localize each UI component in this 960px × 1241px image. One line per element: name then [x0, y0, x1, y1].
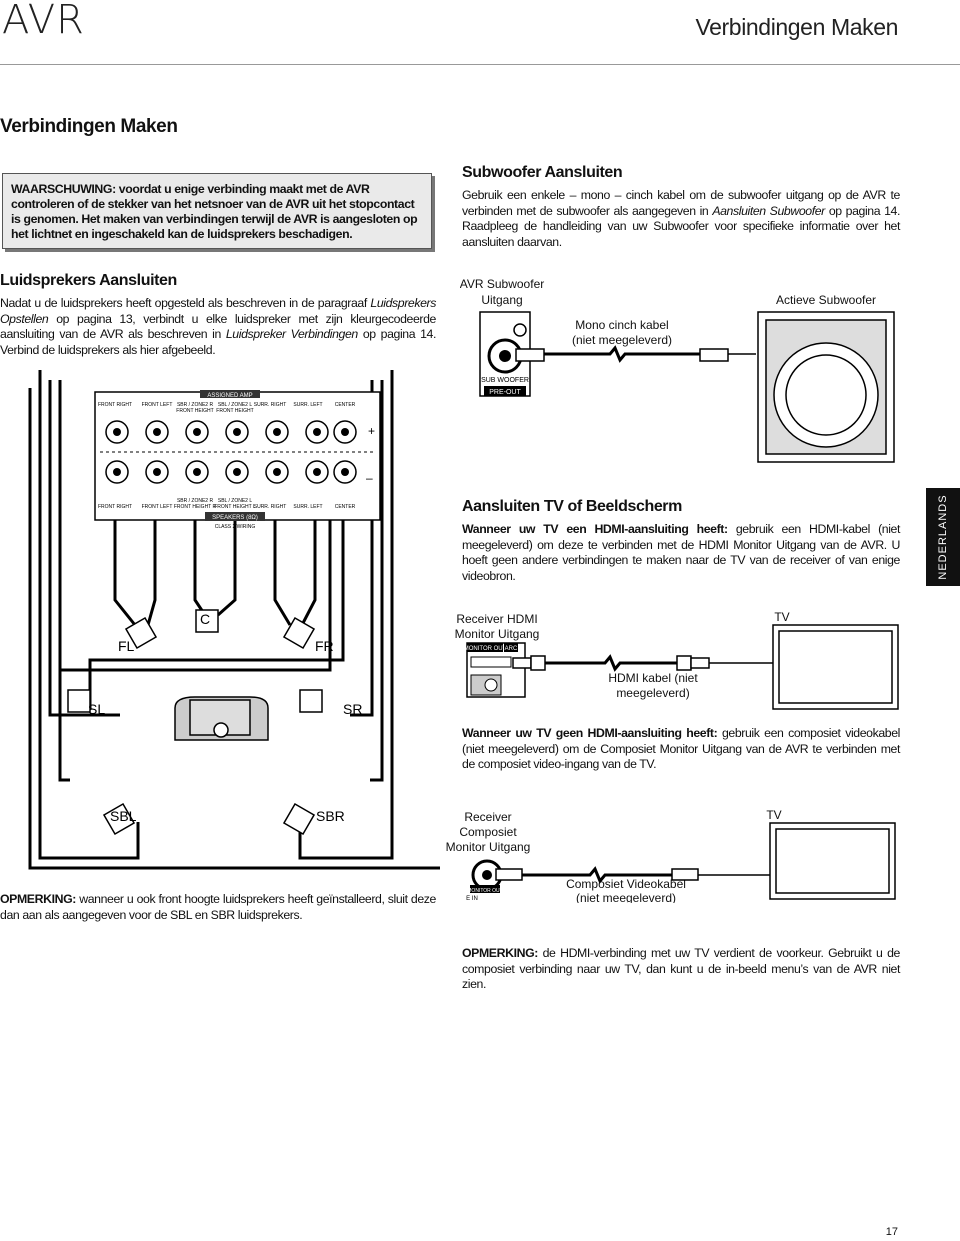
tv-label-comp: TV — [766, 808, 781, 822]
comp-cable-2: (niet meegeleverd) — [576, 891, 676, 903]
running-title: Verbindingen Maken — [695, 14, 898, 40]
speakers-link-1: Luidsprekers Opstellen — [0, 296, 436, 326]
top-sub-front-height-l: FRONT HEIGHT — [216, 408, 253, 414]
speakers-text-2: op pagina 13, verbindt u elke luidspreke… — [0, 311, 436, 342]
preout-label: PRE-OUT — [489, 389, 521, 396]
minus-sign: – — [366, 471, 373, 485]
label-fr: FR — [315, 638, 334, 654]
hdmi-cable-1: HDMI kabel (niet — [608, 671, 698, 685]
no-hdmi-paragraph: Wanneer uw TV geen HDMI-aansluiting heef… — [462, 726, 900, 773]
speaker-wiring-diagram: ASSIGNED AMP FRONT RIGHT FRONT LEFT SBR … — [28, 370, 440, 870]
top-label-front-left: FRONT LEFT — [142, 402, 173, 408]
label-sbl: SBL — [110, 808, 137, 824]
subwoofer-heading: Subwoofer Aansluiten — [462, 164, 623, 181]
page-title: Verbindingen Maken — [0, 116, 178, 137]
bottom-label-front-right: FRONT RIGHT — [98, 504, 132, 510]
speakers-text-3: op pagina 14. Verbind de luidsprekers al… — [0, 327, 436, 357]
bottom-label-sbr: SBR / ZONE2 R — [177, 498, 214, 504]
avr-sub-label-1: AVR Subwoofer — [460, 277, 544, 291]
active-sub-label: Actieve Subwoofer — [776, 293, 876, 307]
hdmi-preferred-note: OPMERKING: de HDMI-verbinding met uw TV … — [462, 946, 900, 993]
nohdmi-bold: Wanneer uw TV geen HDMI-aansluiting heef… — [462, 726, 718, 740]
speakers-text-1: Nadat u de luidsprekers heeft opgesteld … — [0, 296, 371, 310]
avr-sub-label-2: Uitgang — [481, 293, 522, 307]
hdmi-cable-2: meegeleverd) — [616, 686, 689, 700]
top-sub-front-height-r: FRONT HEIGHT — [176, 408, 213, 414]
note-hdmi-bold: OPMERKING: — [462, 946, 538, 960]
bottom-label-front-left: FRONT LEFT — [142, 504, 173, 510]
receiver-comp-1: Receiver — [464, 810, 511, 824]
bottom-label-surr-left: SURR. LEFT — [293, 504, 322, 510]
receiver-comp-3: Monitor Uitgang — [446, 840, 531, 854]
hdmi-bold: Wanneer uw TV een HDMI-aansluiting heeft… — [462, 522, 728, 536]
language-tab: NEDERLANDS — [926, 488, 960, 586]
receiver-hdmi-2: Monitor Uitgang — [455, 627, 539, 641]
label-fl: FL — [118, 638, 135, 654]
top-label-surr-left: SURR. LEFT — [293, 402, 322, 408]
subwoofer-text-1: Gebruik een enkele – mono – cinch kabel … — [462, 188, 900, 218]
subwoofer-link: Aansluiten Subwoofer — [712, 203, 825, 218]
hdmi-paragraph: Wanneer uw TV een HDMI-aansluiting heeft… — [462, 522, 900, 584]
tv-label-hdmi: TV — [774, 610, 789, 624]
warning-box: WAARSCHUWING: voordat u enige verbinding… — [2, 173, 432, 249]
note-height-bold: OPMERKING: — [0, 892, 76, 906]
top-label-surr-right: SURR. RIGHT — [254, 402, 287, 408]
warning-text: WAARSCHUWING: voordat u enige verbinding… — [11, 182, 418, 241]
note-hdmi-text: de HDMI-verbinding met uw TV verdient de… — [462, 946, 900, 991]
speakers-8ohm-label: SPEAKERS (8Ω) — [212, 515, 258, 521]
header-divider — [0, 64, 960, 65]
subwoofer-diagram: AVR Subwoofer Uitgang Mono cinch kabel (… — [460, 277, 895, 463]
bottom-label-surr-right: SURR. RIGHT — [254, 504, 287, 510]
subwoofer-text-2: op pagina 14. Raadpleeg de handleiding v… — [462, 203, 900, 249]
sub-woofer-jack-label: SUB WOOFER — [481, 377, 529, 384]
assigned-amp-label: ASSIGNED AMP — [207, 393, 252, 399]
cable-label-1: Mono cinch kabel — [575, 318, 668, 332]
tv-heading: Aansluiten TV of Beeldscherm — [462, 498, 682, 515]
arc-label: ARC — [505, 646, 518, 652]
bottom-label-sbl: SBL / ZONE2 L — [218, 498, 252, 504]
hdmi-text: gebruik een HDMI-kabel (niet meegeleverd… — [462, 522, 900, 583]
subwoofer-paragraph: Gebruik een enkele – mono – cinch kabel … — [462, 188, 900, 250]
top-label-front-right: FRONT RIGHT — [98, 402, 132, 408]
top-label-sbr: SBR / ZONE2 R — [177, 402, 214, 408]
nohdmi-text: gebruik een composiet videokabel (niet m… — [462, 726, 900, 771]
speakers-paragraph: Nadat u de luidsprekers heeft opgesteld … — [0, 296, 436, 358]
top-label-sbl: SBL / ZONE2 L — [218, 402, 252, 408]
receiver-hdmi-1: Receiver HDMI — [456, 612, 537, 626]
speakers-heading: Luidsprekers Aansluiten — [0, 272, 177, 289]
bottom-label-center: CENTER — [335, 504, 356, 510]
class2-label: CLASS 2 WIRING — [215, 524, 256, 530]
plus-sign: + — [368, 424, 375, 438]
bottom-sub-fh-l: FRONT HEIGHT L — [214, 504, 256, 510]
cable-label-2: (niet meegeleverd) — [572, 333, 672, 347]
top-label-center: CENTER — [335, 402, 356, 408]
label-c: C — [200, 611, 210, 627]
label-sr: SR — [343, 701, 362, 717]
avr-logo: AVR — [2, 0, 85, 43]
height-speaker-note: OPMERKING: wanneer u ook front hoogte lu… — [0, 892, 436, 923]
label-sl: SL — [88, 701, 105, 717]
speakers-link-2: Luidspreker Verbindingen — [225, 327, 358, 341]
receiver-comp-2: Composiet — [459, 825, 517, 839]
monitor-out-label: MONITOR OUT — [464, 646, 507, 652]
composite-diagram: Receiver Composiet Monitor Uitgang Compo… — [446, 808, 896, 903]
page-number: 17 — [885, 1226, 898, 1238]
language-tab-label: NEDERLANDS — [937, 494, 949, 580]
monitor-out-label-2: MONITOR OUT — [467, 888, 502, 894]
e-in-label: E IN — [466, 896, 478, 902]
label-sbr: SBR — [316, 808, 345, 824]
comp-cable-1: Composiet Videokabel — [566, 877, 686, 891]
bottom-sub-fh-r: FRONT HEIGHT R — [174, 504, 217, 510]
note-height-text: wanneer u ook front hoogte luidsprekers … — [0, 892, 436, 922]
hdmi-diagram: Receiver HDMI Monitor Uitgang HDMI kabel… — [455, 610, 899, 710]
